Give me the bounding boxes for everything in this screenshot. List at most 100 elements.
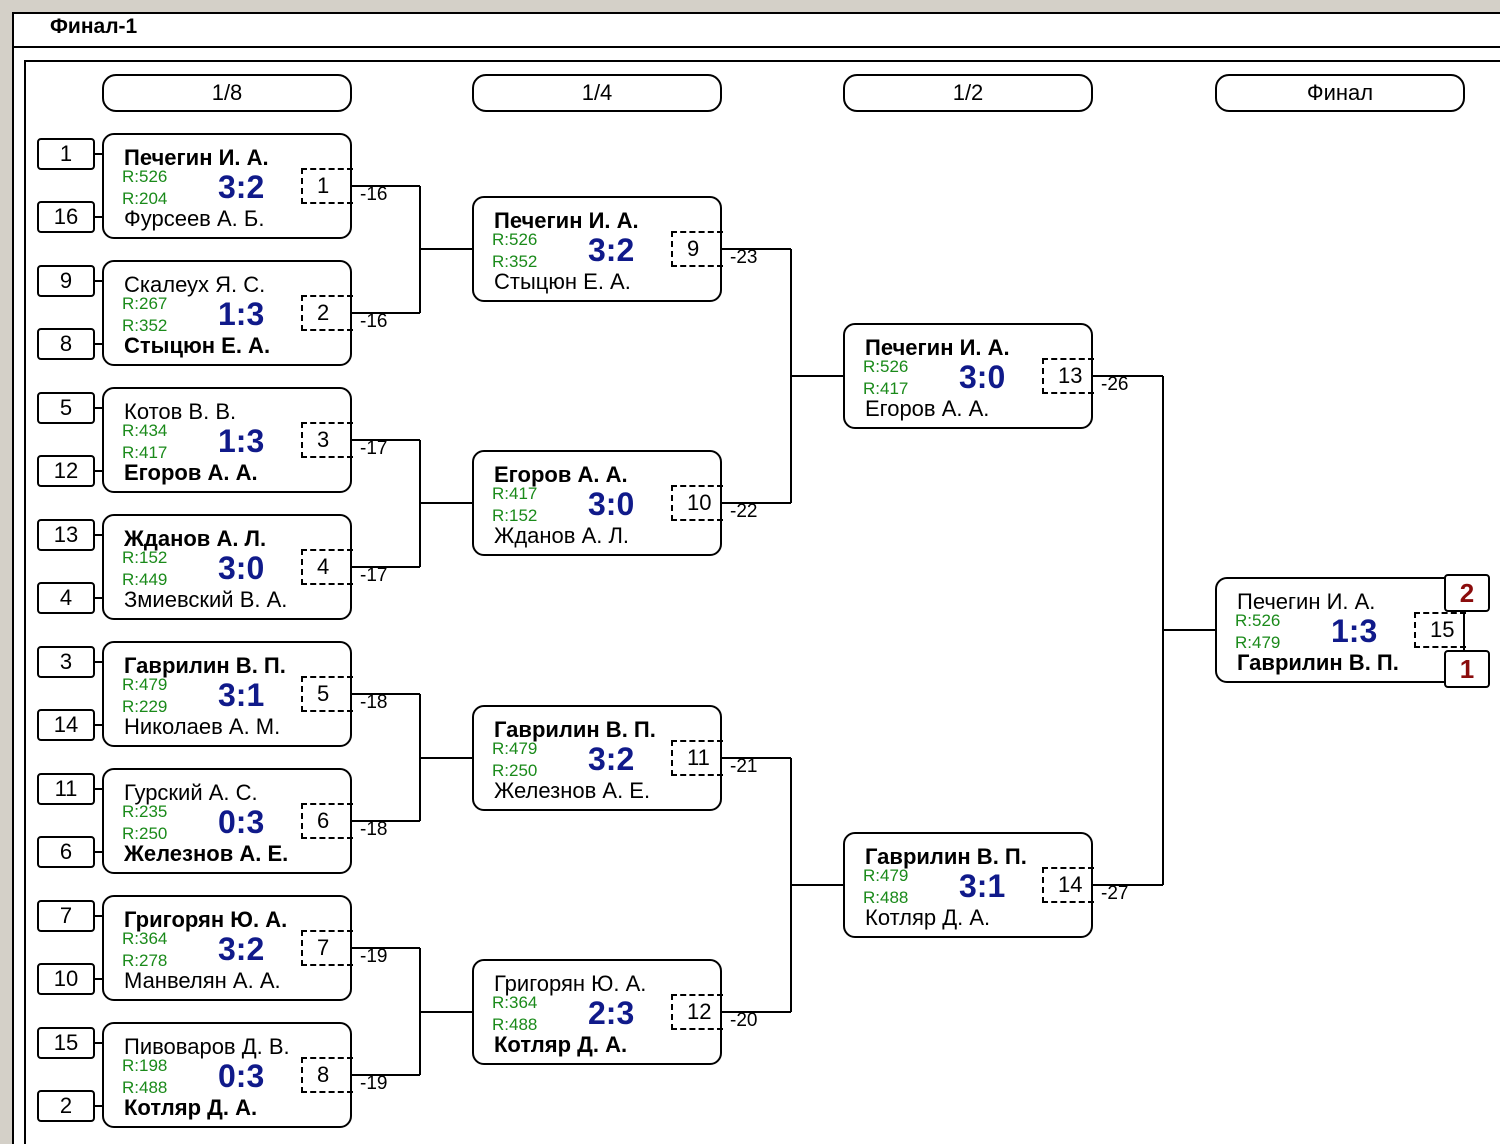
player-2-name: Змиевский В. А. [124, 587, 288, 612]
loser-reference: -18 [360, 819, 388, 840]
loser-reference: -21 [730, 756, 758, 777]
player-1-rating: R:526 [1235, 611, 1281, 630]
round-header-3: 1/2 [843, 74, 1093, 112]
player-1-rating: R:235 [122, 802, 168, 821]
loser-reference: -16 [360, 311, 388, 332]
seed-box: 6 [37, 836, 95, 868]
match-score: 3:1 [218, 677, 265, 713]
loser-reference: -22 [730, 501, 758, 522]
match-score: 3:0 [959, 359, 1006, 395]
player-2-name: Стыцюн Е. А. [494, 269, 631, 294]
match-number: 8 [301, 1057, 353, 1093]
match-number: 7 [301, 930, 353, 966]
match-score: 3:2 [218, 931, 265, 967]
player-1-rating: R:198 [122, 1056, 168, 1075]
player-2-rating: R:488 [863, 888, 909, 907]
seed-box: 3 [37, 646, 95, 678]
loser-reference: -20 [730, 1010, 758, 1031]
player-2-rating: R:250 [122, 824, 168, 843]
player-2-name: Котляр Д. А. [494, 1032, 628, 1057]
player-1-name: Пивоваров Д. В. [124, 1034, 290, 1059]
player-2-name: Фурсеев А. Б. [124, 206, 265, 231]
player-1-rating: R:364 [122, 929, 168, 948]
player-1-name: Печегин И. А. [865, 335, 1010, 360]
match-score: 3:2 [588, 741, 635, 777]
match-score: 0:3 [218, 804, 265, 840]
player-1-name: Печегин И. А. [124, 145, 269, 170]
seed-box: 1 [37, 138, 95, 170]
seed-box: 9 [37, 265, 95, 297]
match-number: 11 [671, 740, 723, 776]
seed-box: 2 [37, 1090, 95, 1122]
player-1-rating: R:479 [863, 866, 909, 885]
loser-reference: -27 [1101, 883, 1129, 904]
match-number: 5 [301, 676, 353, 712]
match-score: 1:3 [218, 296, 265, 332]
seed-box: 8 [37, 328, 95, 360]
match-score: 1:3 [1331, 613, 1378, 649]
match-score: 0:3 [218, 1058, 265, 1094]
player-1-rating: R:364 [492, 993, 538, 1012]
match-score: 3:2 [588, 232, 635, 268]
player-2-name: Егоров А. А. [865, 396, 990, 421]
player-2-name: Жданов А. Л. [494, 523, 630, 548]
player-1-name: Григорян Ю. А. [124, 907, 288, 932]
seed-box: 14 [37, 709, 95, 741]
match-number: 14 [1042, 867, 1094, 903]
player-1-rating: R:152 [122, 548, 168, 567]
player-2-name: Николаев А. М. [124, 714, 281, 739]
player-1-name: Гаврилин В. П. [865, 844, 1027, 869]
seed-box: 13 [37, 519, 95, 551]
player-2-rating: R:250 [492, 761, 538, 780]
player-1-name: Гаврилин В. П. [124, 653, 286, 678]
match-score: 2:3 [588, 995, 635, 1031]
player-1-name: Печегин И. А. [1237, 589, 1376, 614]
loser-reference: -18 [360, 692, 388, 713]
loser-reference: -17 [360, 565, 388, 586]
player-2-name: Манвелян А. А. [124, 968, 281, 993]
loser-reference: -19 [360, 1073, 388, 1094]
loser-reference: -16 [360, 184, 388, 205]
match-number: 3 [301, 422, 353, 458]
player-2-rating: R:479 [1235, 633, 1281, 652]
match-number: 2 [301, 295, 353, 331]
loser-reference: -19 [360, 946, 388, 967]
match-score: 3:1 [959, 868, 1006, 904]
player-1-rating: R:479 [122, 675, 168, 694]
player-1-rating: R:267 [122, 294, 168, 313]
player-1-rating: R:526 [122, 167, 168, 186]
match-number: 12 [671, 994, 723, 1030]
seed-box: 5 [37, 392, 95, 424]
player-1-name: Жданов А. Л. [124, 526, 267, 551]
match-number: 15 [1414, 612, 1466, 648]
match-number: 9 [671, 231, 723, 267]
seed-box: 12 [37, 455, 95, 487]
round-header-4: Финал [1215, 74, 1465, 112]
seed-box: 10 [37, 963, 95, 995]
match-score: 3:0 [218, 550, 265, 586]
player-2-rating: R:278 [122, 951, 168, 970]
loser-reference: -26 [1101, 374, 1129, 395]
player-1-rating: R:417 [492, 484, 538, 503]
player-1-name: Егоров А. А. [494, 462, 628, 487]
player-1-name: Григорян Ю. А. [494, 971, 647, 996]
match-number: 4 [301, 549, 353, 585]
match-score: 3:0 [588, 486, 635, 522]
player-2-name: Гаврилин В. П. [1237, 650, 1399, 675]
player-2-rating: R:488 [122, 1078, 168, 1097]
window-title: Финал-1 [50, 15, 138, 38]
seed-box: 11 [37, 773, 95, 805]
player-1-rating: R:479 [492, 739, 538, 758]
